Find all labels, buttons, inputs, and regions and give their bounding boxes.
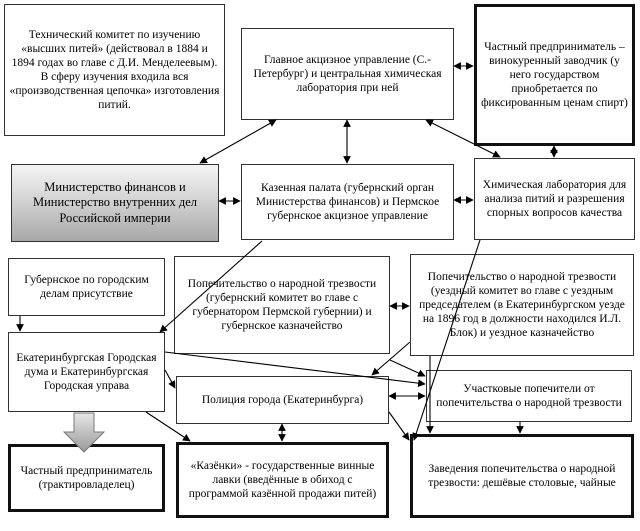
private-distiller-box: Частный предприниматель – винокуренный з… bbox=[474, 4, 635, 146]
kazenki-box: «Казёнки» - государственные винные лавки… bbox=[176, 442, 389, 518]
private-tavern-box: Частный предприниматель (трактировладеле… bbox=[8, 444, 165, 512]
ministries-box: Министерство финансов и Министерство вну… bbox=[11, 164, 219, 242]
treasury-chamber-text: Казенная палата (губернский орган Минист… bbox=[255, 181, 440, 222]
district-trustees-box: Участковые попечители от попечительства … bbox=[426, 370, 632, 422]
city-duma-text: Екатеринбургская Городская дума и Екатер… bbox=[16, 351, 157, 392]
arrow-police-to-establishments bbox=[388, 411, 410, 441]
arrow-duma-to-police bbox=[164, 369, 176, 389]
gubern-city-affairs-box: Губернское по городским делам присутстви… bbox=[8, 258, 165, 316]
tech-committee-text: Технический комитет по изучению «высших … bbox=[9, 28, 220, 112]
tech-committee-box: Технический комитет по изучению «высших … bbox=[4, 4, 225, 136]
gubern-temperance-box: Попечительство о народной трезвости (губ… bbox=[174, 256, 390, 354]
arrow-duma-to-kazenki bbox=[145, 411, 191, 442]
establishments-text: Заведения попечительства о народной трез… bbox=[428, 462, 616, 489]
big-arrow-down bbox=[62, 412, 106, 453]
arrow-duma-to-trustees bbox=[164, 351, 426, 387]
chem-lab-box: Химическая лаборатория для анализа питий… bbox=[474, 158, 635, 240]
chem-lab-text: Химическая лаборатория для анализа питий… bbox=[482, 178, 627, 219]
arrow-uezd-to-police bbox=[371, 341, 411, 376]
arrow-main-to-chemlab bbox=[425, 119, 501, 158]
police-text: Полиция города (Екатеринбурга) bbox=[201, 393, 364, 406]
uezd-temperance-text: Попечительство о народной трезвости (уез… bbox=[419, 270, 625, 340]
main-excise-box: Главное акцизное управление (С.-Петербур… bbox=[241, 28, 454, 120]
arrow-chemlab-to-establishments bbox=[412, 239, 481, 441]
arrow-main-to-ministries bbox=[199, 119, 277, 164]
main-excise-text: Главное акцизное управление (С.-Петербур… bbox=[253, 53, 442, 94]
establishments-box: Заведения попечительства о народной трез… bbox=[410, 434, 634, 518]
ministries-text: Министерство финансов и Министерство вну… bbox=[32, 180, 198, 225]
gubern-city-affairs-text: Губернское по городским делам присутстви… bbox=[24, 273, 149, 300]
arrow-gubern-to-uezd-top bbox=[389, 359, 426, 377]
treasury-chamber-box: Казенная палата (губернский орган Минист… bbox=[241, 164, 454, 240]
private-distiller-text: Частный предприниматель – винокуренный з… bbox=[481, 40, 628, 110]
arrow-treasury-to-kazenki bbox=[159, 240, 263, 333]
district-trustees-text: Участковые попечители от попечительства … bbox=[436, 382, 622, 409]
private-tavern-text: Частный предприниматель (трактировладеле… bbox=[20, 464, 153, 491]
city-duma-box: Екатеринбургская Городская дума и Екатер… bbox=[8, 332, 165, 412]
kazenki-text: «Казёнки» - государственные винные лавки… bbox=[188, 459, 377, 500]
gubern-temperance-text: Попечительство о народной трезвости (губ… bbox=[187, 277, 377, 333]
